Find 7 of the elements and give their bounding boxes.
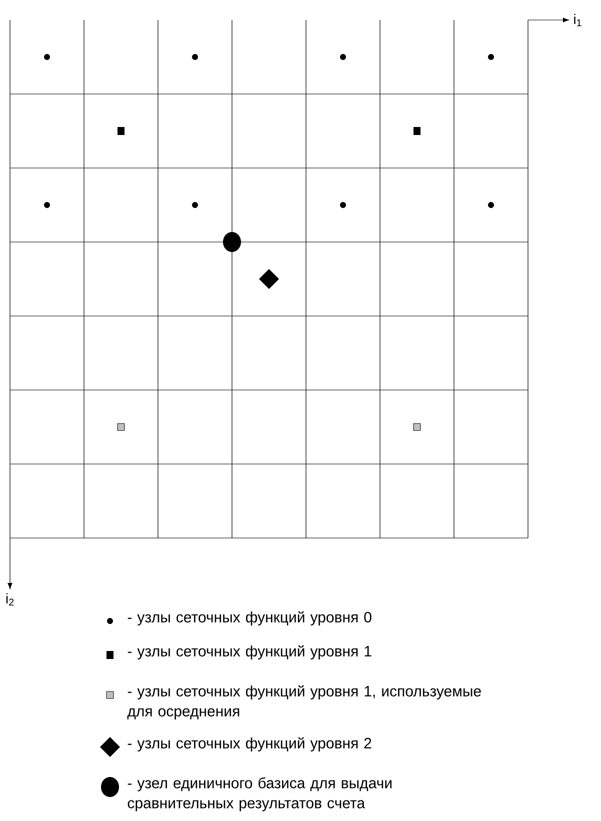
legend-text: - узлы сеточных функций уровня 0 [128,611,372,626]
axis-label: i$_{1}$ [574,14,582,26]
axis-label: i$_{2}$ [6,593,14,606]
legend-text: - узел единичного базиса для выдачи сравнительных результатов счета [128,777,392,812]
legend-text: - узлы сеточных функций уровня 1, используемые для осреднения [127,685,481,720]
legend-text: - узлы сеточных функций уровня 2 [128,737,372,752]
legend-text: - узлы сеточных функций уровня 1 [128,645,372,660]
